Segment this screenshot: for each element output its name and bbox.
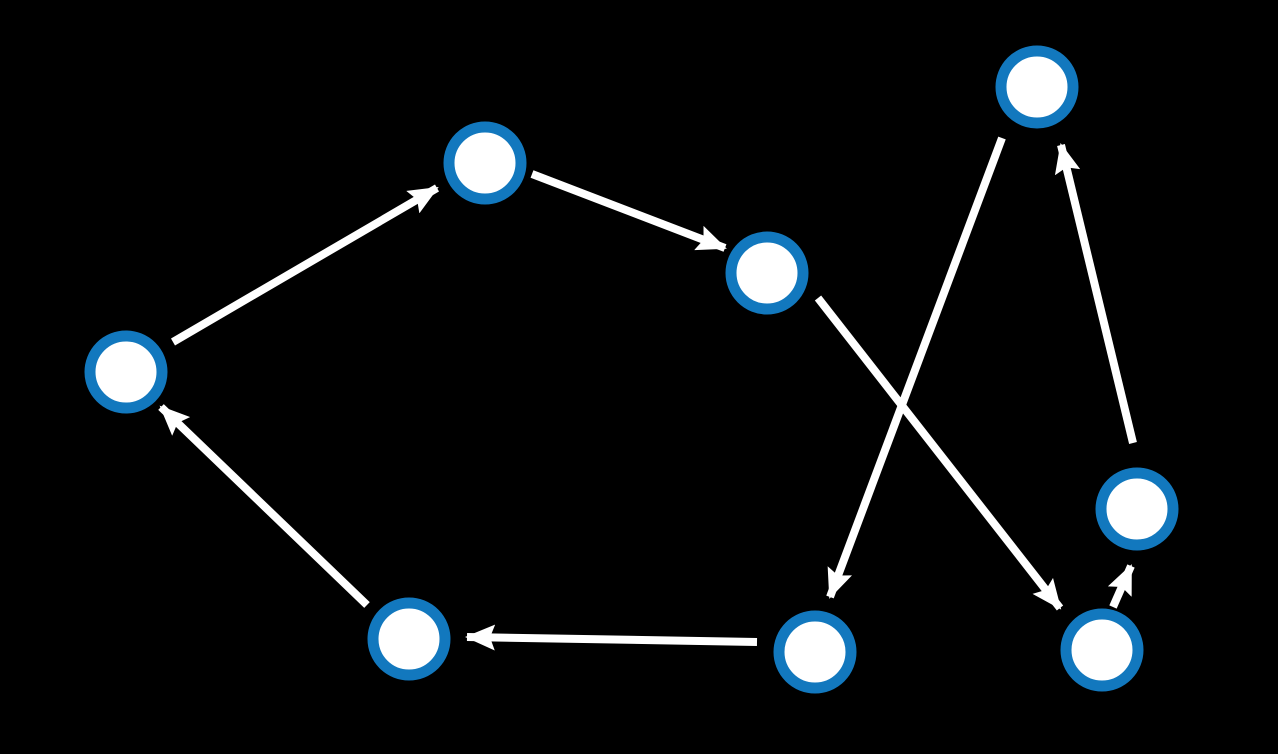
- graph-node-right: [1095, 467, 1179, 551]
- graph-node-bottom-right: [1060, 608, 1144, 692]
- graph-edge-node-bottom-right-to-node-right: [1107, 564, 1135, 609]
- graph-edge-node-upper-middle-to-node-center: [530, 170, 727, 252]
- graph-node-top-right: [995, 45, 1079, 129]
- graph-node-left: [84, 330, 168, 414]
- graph-edge-node-bottom-middle-to-node-bottom-left: [465, 624, 758, 651]
- graph-node-bottom-middle: [773, 610, 857, 694]
- graph-edge-node-bottom-left-to-node-left: [158, 404, 370, 608]
- graph-node-upper-middle: [443, 121, 527, 205]
- graph-edge-node-center-to-node-bottom-right: [814, 295, 1064, 611]
- graph-edge-node-left-to-node-upper-middle: [170, 184, 440, 346]
- graph-edge-node-top-right-to-node-bottom-middle: [826, 136, 1006, 599]
- graph-node-center: [725, 231, 809, 315]
- graph-edge-node-right-to-node-top-right: [1054, 143, 1137, 444]
- graph-node-bottom-left: [367, 597, 451, 681]
